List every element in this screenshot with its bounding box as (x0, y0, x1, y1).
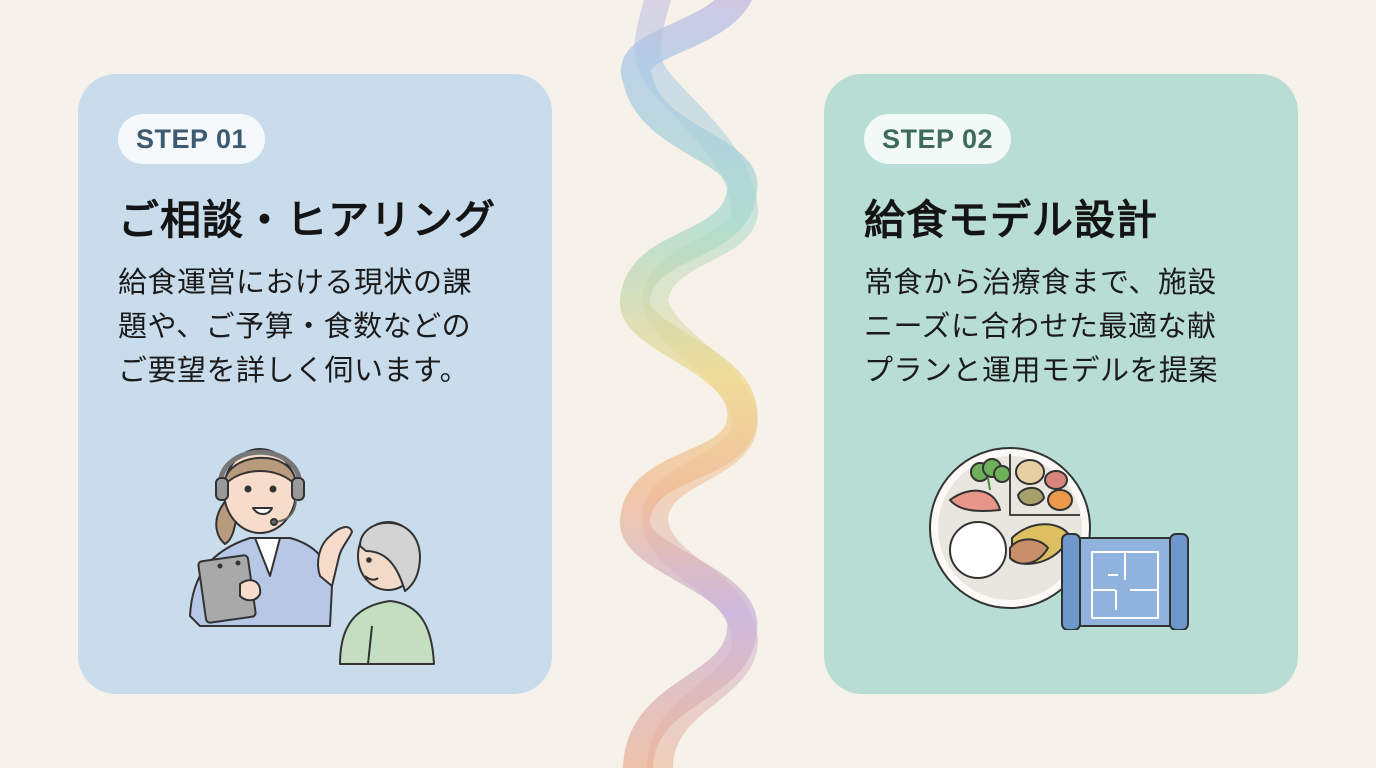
description-line: 常食から治療食まで、施設 (864, 265, 1217, 299)
description-line: プランと運用モデルを提案 (864, 353, 1219, 387)
rainbow-ribbon-connector (620, 0, 759, 768)
step-title: 給食モデル設計 (864, 196, 1158, 244)
description-line: 給食運営における現状の課 (118, 265, 473, 299)
consultation-illustration-icon (189, 448, 435, 665)
description-line: 題や、ご予算・食数などの (118, 309, 472, 343)
step-description: 常食から治療食まで、施設 ニーズに合わせた最適な献 プランと運用モデルを提案 (864, 260, 1284, 392)
description-line: ニーズに合わせた最適な献 (864, 309, 1217, 343)
step-01-card: STEP 01 ご相談・ヒアリング 給食運営における現状の課 題や、ご予算・食数… (78, 74, 552, 694)
description-line: ご要望を詳しく伺います。 (118, 353, 470, 387)
step-badge: STEP 01 (118, 114, 266, 164)
step-02-card: STEP 02 給食モデル設計 常食から治療食まで、施設 ニーズに合わせた最適な… (824, 74, 1298, 694)
meal-plate-blueprint-icon (929, 447, 1189, 630)
step-badge: STEP 02 (864, 114, 1012, 164)
step-title: ご相談・ヒアリング (118, 196, 496, 244)
step-description: 給食運営における現状の課 題や、ご予算・食数などの ご要望を詳しく伺います。 (118, 260, 538, 392)
